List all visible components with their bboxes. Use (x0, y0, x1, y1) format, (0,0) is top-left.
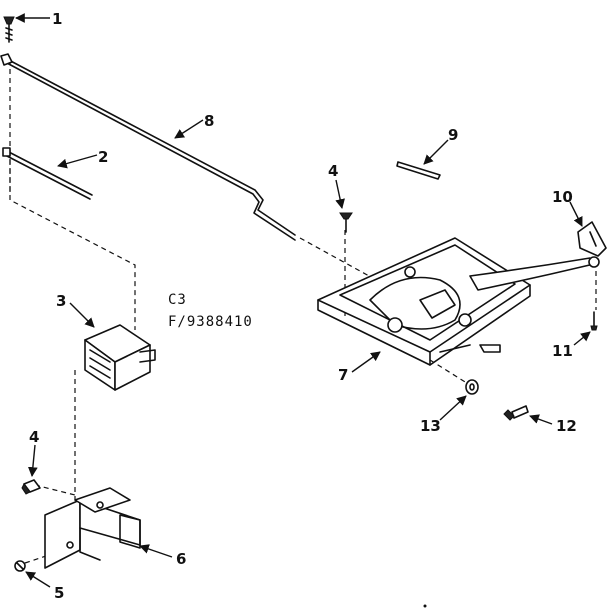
callout-13: 13 (420, 417, 441, 435)
part-4-lower-screw (21, 479, 41, 495)
part-3-switch (84, 324, 156, 391)
part-1-screw (3, 16, 15, 43)
callout-4-lower: 4 (29, 428, 39, 446)
part-8-rod (0, 53, 296, 241)
callout-8: 8 (204, 112, 214, 130)
callout-12: 12 (556, 417, 577, 435)
callout-4-upper: 4 (328, 162, 338, 180)
model-code-line-1: C3 (168, 292, 187, 308)
callout-3: 3 (56, 292, 66, 310)
leader-lines (15, 13, 591, 588)
callout-9: 9 (448, 126, 458, 144)
part-5-screw (14, 560, 26, 572)
part-12-screw (503, 405, 529, 421)
part-9-pin (396, 161, 441, 180)
callout-1: 1 (52, 10, 62, 28)
callout-6: 6 (176, 550, 186, 568)
part-10-cam (577, 221, 607, 257)
callout-5: 5 (54, 584, 64, 602)
part-7-latch-assembly (317, 237, 600, 366)
part-2-short-rod (2, 147, 93, 200)
stray-dot (423, 604, 427, 608)
callout-7: 7 (338, 366, 348, 384)
callout-11: 11 (552, 342, 573, 360)
part-13-washer (465, 379, 479, 395)
part-6-bracket (44, 487, 141, 569)
callout-10: 10 (552, 188, 573, 206)
part-4-upper-screw (339, 212, 353, 233)
part-11-screw (590, 311, 598, 331)
callout-2: 2 (98, 148, 108, 166)
model-code-line-2: F/9388410 (168, 314, 253, 330)
